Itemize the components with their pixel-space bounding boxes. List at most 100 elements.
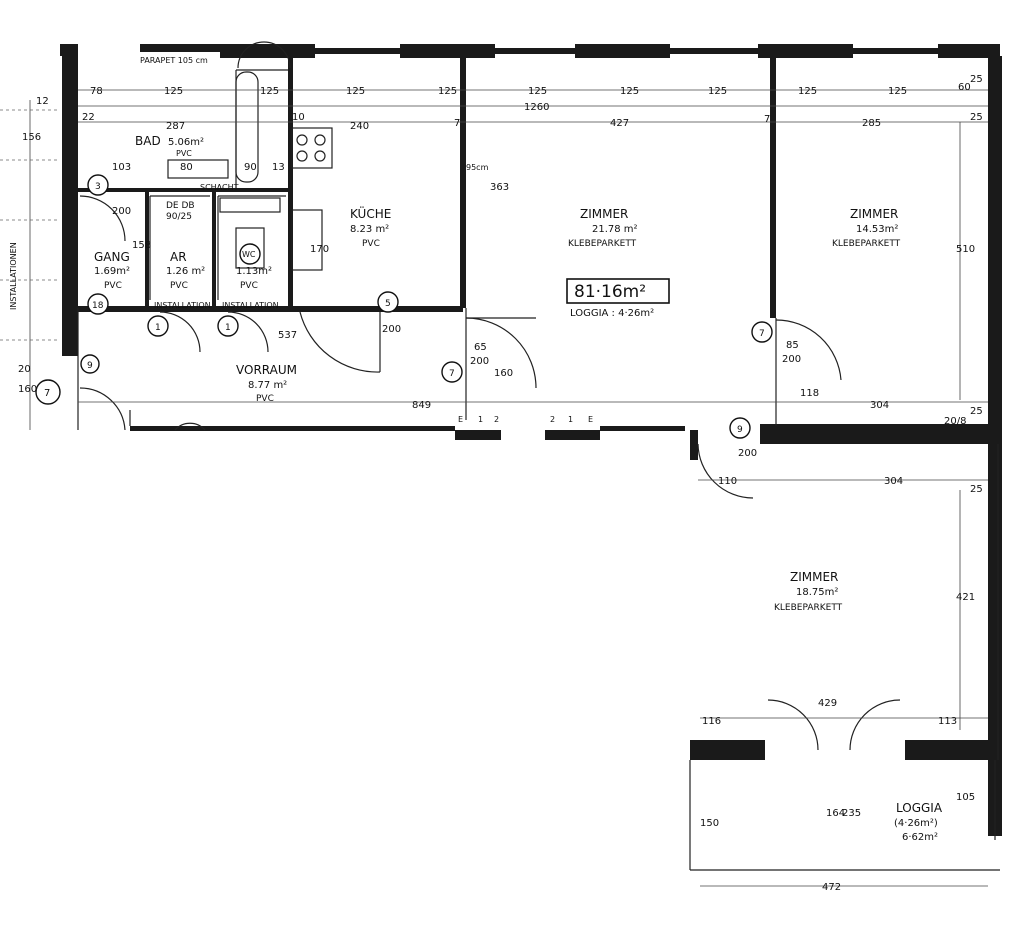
wc-floor: PVC [240,281,258,291]
installation-label-2: INSTALLATION [222,301,279,310]
dimension-label: 160 [18,384,37,395]
dimension-label: 7 [449,369,455,379]
gang-name: GANG [94,250,130,264]
zimmer3-floor: KLEBEPARKETT [774,603,843,613]
dimension-label: 200 [112,206,131,217]
annotations: PARAPET 105 cm SCHACHT DE DB 90/25 INSTA… [9,56,489,310]
wc-marker-text: WC [242,250,256,259]
dimension-label: 90 [244,162,257,173]
dimension-label: 200 [782,354,801,365]
vorraum-area: 8.77 m² [248,380,287,391]
dimension-label: 118 [800,388,819,399]
dimension-label: 200 [738,448,757,459]
dimension-label: 287 [166,121,185,132]
dimension-label: 9 [87,361,93,371]
dimension-label: 25 [970,74,983,85]
dimension-label: 20 [18,364,31,375]
dimension-label: 510 [956,244,975,255]
dimension-label: 125 [888,86,907,97]
dimension-label: 125 [798,86,817,97]
dimension-label: 235 [842,808,861,819]
dimension-label: 1 [568,415,573,424]
kueche-floor: PVC [362,239,380,249]
installation-label-1: INSTALLATION [154,301,211,310]
dimension-label: 427 [610,118,629,129]
dimension-label: 1 [155,323,161,333]
dimension-label: 25 [970,112,983,123]
fixtures [167,71,333,271]
dimension-label: 7 [764,114,770,125]
dimension-label: 363 [490,182,509,193]
dimension-label: 158 [132,240,151,251]
dimension-label: 9 [737,425,743,435]
dimension-label: 25 [970,406,983,417]
kueche-area: 8.23 m² [350,224,389,235]
dimension-label: 1 [478,415,483,424]
zimmer2-floor: KLEBEPARKETT [832,239,901,249]
total-area: 81·16m² [574,282,646,302]
marker-circles [35,174,773,439]
bad-name: BAD [135,134,161,148]
dimension-label: 105 [956,792,975,803]
dimension-label: 18 [92,301,104,311]
room-labels: BAD 5.06m² PVC KÜCHE 8.23 m² PVC ZIMMER … [94,134,943,843]
dimension-label: 60 [958,82,971,93]
dimension-label: 200 [382,324,401,335]
zimmer1-area: 21.78 m² [592,224,638,235]
dimension-label: 3 [95,182,101,192]
zimmer3-name: ZIMMER [790,570,838,584]
dimension-label: 156 [22,132,41,143]
installationen-side: INSTALLATIONEN [9,242,18,310]
dimension-label: 85 [786,340,799,351]
dimension-label: E [458,415,463,424]
dimension-label: 12 [36,96,49,107]
dimension-label: E [588,415,593,424]
dimension-lines [0,89,988,887]
dimension-label: 125 [346,86,365,97]
de-db-label: DE DB [166,201,195,211]
schacht-label: SCHACHT [200,183,239,192]
doors [79,41,901,751]
zimmer1-name: ZIMMER [580,207,628,221]
dimension-label: 80 [180,162,193,173]
kueche-name: KÜCHE [350,205,391,221]
dimension-label: 13 [272,162,285,173]
parapet-label: PARAPET 105 cm [140,56,208,65]
dimension-label: 25 [970,484,983,495]
dimension-label: 2 [494,415,499,424]
dimension-label: 429 [818,698,837,709]
dimension-label: 110 [718,476,737,487]
wall-marks: E 1 2 2 1 E [458,415,593,424]
total-loggia: LOGGIA : 4·26m² [570,308,654,319]
dimension-label: 125 [620,86,639,97]
ar-floor: PVC [170,281,188,291]
dimension-label: 125 [164,86,183,97]
ar-name: AR [170,250,187,264]
dimension-label: 5 [385,299,391,309]
dimension-label: 113 [938,716,957,727]
marker-numbers: 3 18 1 1 5 7 7 7 9 9 [44,182,765,435]
gang-area: 1.69m² [94,266,130,277]
dimension-label: 1 [225,323,231,333]
de-db-size: 90/25 [166,212,192,222]
zimmer2-area: 14.53m² [856,224,898,235]
bad-area: 5.06m² [168,137,204,148]
loggia-name: LOGGIA [896,801,943,815]
dimension-label: 849 [412,400,431,411]
tuer-hoehe-label: 95cm [466,163,489,172]
total-area-box [566,278,670,304]
zimmer1-floor: KLEBEPARKETT [568,239,637,249]
zimmer3-area: 18.75m² [796,587,838,598]
dimension-label: 240 [350,121,369,132]
dimension-label: 125 [438,86,457,97]
dimension-label: 200 [470,356,489,367]
dimension-label: 22 [82,112,95,123]
dimension-label: 7 [759,329,765,339]
dimension-label: 125 [528,86,547,97]
dimension-label: 116 [702,716,721,727]
vorraum-floor: PVC [256,394,274,404]
dimension-label: 160 [494,368,513,379]
ar-area: 1.26 m² [166,266,205,277]
bad-floor: PVC [176,149,192,158]
